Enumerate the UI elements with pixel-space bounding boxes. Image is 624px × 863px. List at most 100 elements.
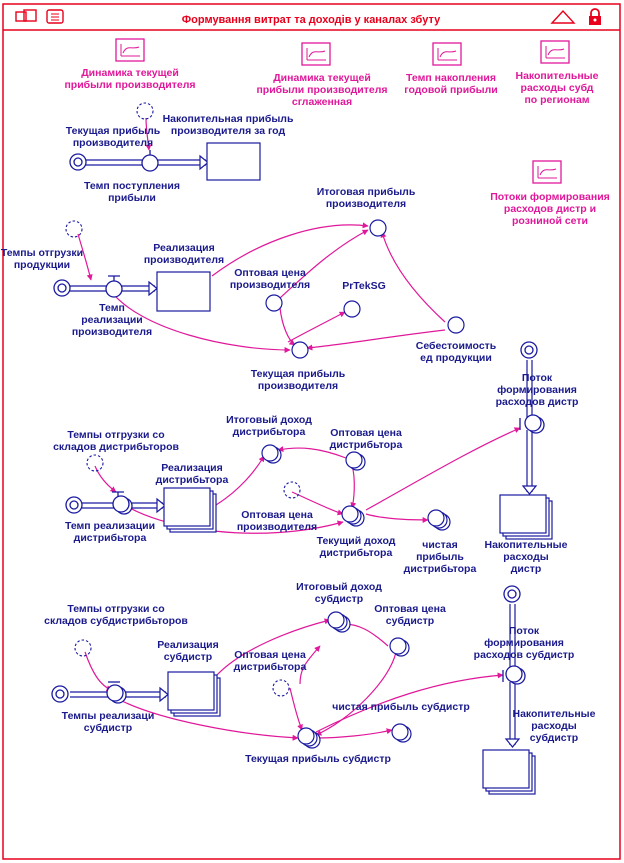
stock-realizaciya-subdistr xyxy=(167,671,221,717)
graph-label: прибыли производителя xyxy=(64,79,195,91)
variable-label-tempsotg: продукции xyxy=(14,259,70,271)
diagram-border xyxy=(2,3,621,860)
ghost-1 xyxy=(136,102,154,120)
variable-label-potokd: формирования xyxy=(497,384,577,396)
variable-label-tekd: Текущий доход xyxy=(317,535,396,547)
variable-label-naks: субдистр xyxy=(530,732,578,744)
variable-label-naks: Накопительные xyxy=(512,708,595,720)
stock-realizaciya-distr xyxy=(163,487,217,533)
aux-tek-pribyl xyxy=(291,341,309,359)
variable-label-reals: Реализация xyxy=(157,639,219,651)
variable-label-nak: Накопительная прибыль xyxy=(163,113,294,125)
stock-realizaciya-proizv xyxy=(156,271,211,312)
variable-label-optds: Оптовая цена xyxy=(234,649,306,661)
ghost-3 xyxy=(86,454,104,472)
flow-arrowheads xyxy=(148,154,538,748)
variable-label-reals: субдистр xyxy=(164,651,212,663)
variable-label-tempreal: реализации xyxy=(81,314,143,326)
valve-temp-real-distr xyxy=(112,491,133,515)
variable-label-opt: Оптовая цена xyxy=(234,267,306,279)
graph-icon[interactable] xyxy=(540,40,570,64)
aux-itog-dohod-subdistr xyxy=(327,611,351,633)
graph-label: прибыли производителя xyxy=(256,84,387,96)
valve-potok-subdistr xyxy=(502,665,526,685)
auxiliaries xyxy=(261,219,465,749)
aux-itog-dohod-distr xyxy=(261,444,282,464)
window-icon[interactable] xyxy=(15,9,37,22)
variable-label-nakd: дистр xyxy=(511,563,542,575)
ghost-5 xyxy=(74,639,92,657)
variable-label-temprd: Темп реализации xyxy=(65,520,155,532)
valves xyxy=(105,150,545,704)
graph-label: Темп накопления xyxy=(406,72,496,84)
cloud-icon-3 xyxy=(65,496,83,514)
variable-label-reald: дистрибьтора xyxy=(156,474,229,486)
variable-label-itogs: Итоговый доход xyxy=(296,581,382,593)
aux-sebest xyxy=(447,316,465,334)
valve-temp-real-subdistr xyxy=(106,681,127,704)
lock-icon[interactable] xyxy=(589,8,601,25)
valve-potok-distr xyxy=(519,414,545,434)
aux-prteksg xyxy=(343,300,361,318)
variable-label-temprs: субдистр xyxy=(84,722,132,734)
ghost-6 xyxy=(272,679,290,697)
graph-icon[interactable] xyxy=(115,38,145,62)
variable-label-tempreal: производителя xyxy=(72,326,152,338)
variable-label-potokd: Поток xyxy=(522,372,553,384)
variable-label-nakd: расходы xyxy=(503,551,548,563)
graph-label: сглаженная xyxy=(292,96,352,108)
triangle-up-icon[interactable] xyxy=(550,9,576,24)
variable-label-temprd: дистрибьтора xyxy=(74,532,147,544)
variable-label-chistd: чистая xyxy=(422,539,458,551)
variable-label-itog: производителя xyxy=(326,198,406,210)
aux-tek-dohod-distr xyxy=(341,505,365,527)
graph-label: Потоки формирования xyxy=(490,191,610,203)
variable-label-optd: дистрибьтора xyxy=(330,439,403,451)
aux-opt-cena-distr xyxy=(345,451,366,471)
valve-temp-postupleniya xyxy=(141,150,159,172)
graph-label: годовой прибыли xyxy=(404,84,497,96)
variable-label-opts: Оптовая цена xyxy=(374,603,446,615)
variable-label-potoks: Поток xyxy=(509,625,540,637)
variable-label-temprs: Темпы реализаци xyxy=(62,710,155,722)
graph-icon[interactable] xyxy=(532,160,562,184)
aux-chist-subdistr xyxy=(391,723,412,743)
cloud-icon-5 xyxy=(51,685,69,703)
aux-itog-pribyl xyxy=(369,219,387,237)
variable-label-real: Реализация xyxy=(153,242,215,254)
variable-label-opt: производителя xyxy=(230,279,310,291)
graph-icon[interactable] xyxy=(301,42,331,66)
cloud-icon-2 xyxy=(53,279,71,297)
variable-label-tempreal: Темп xyxy=(99,302,125,314)
variable-label-otgd: складов дистрибьторов xyxy=(53,441,179,453)
ghost-4 xyxy=(283,481,301,499)
cloud-icon-4 xyxy=(520,341,538,359)
variable-label-teks: Текущая прибыль субдистр xyxy=(245,753,391,765)
cloud-icons xyxy=(51,153,538,703)
graph-icon[interactable] xyxy=(432,42,462,66)
page-title: Формування витрат та доходів у каналах з… xyxy=(181,14,441,26)
variable-label-naks: расходы xyxy=(531,720,576,732)
graph-label: расходов дистр и xyxy=(504,203,596,215)
graph-label: Динамика текущей xyxy=(273,72,371,84)
variable-label-otgs: складов субдистрибьторов xyxy=(44,615,188,627)
variable-label-optd: Оптовая цена xyxy=(330,427,402,439)
cloud-icon-6 xyxy=(503,585,521,603)
variable-label-otgd: Темпы отгрузки со xyxy=(67,429,164,441)
variable-label-tempp: Темп поступления xyxy=(84,180,180,192)
variable-label-tek: производителя xyxy=(73,137,153,149)
graph-label: розниной сети xyxy=(512,215,588,227)
variable-label-tekp: Текущая прибыль xyxy=(251,368,346,380)
grid-icon[interactable] xyxy=(46,9,64,24)
variable-label-itogd: Итоговый доход xyxy=(226,414,312,426)
variable-label-itogs: субдистр xyxy=(315,593,363,605)
aux-opt-cena-subdistr xyxy=(389,637,410,657)
graph-label: Накопительные xyxy=(515,70,598,82)
graph-label: Динамика текущей xyxy=(81,67,179,79)
valve-temp-realizacii xyxy=(105,275,123,298)
variable-label-tek: Текущая прибыль xyxy=(66,125,161,137)
variable-label-tempp: прибыли xyxy=(108,192,156,204)
variable-label-otgs: Темпы отгрузки со xyxy=(67,603,164,615)
